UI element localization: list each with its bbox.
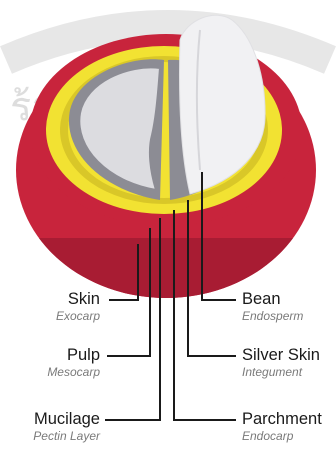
label-mucilage-sub: Pectin Layer [33, 429, 100, 443]
label-parchment: Parchment [242, 410, 322, 429]
label-silverskin-sub: Integument [242, 365, 320, 379]
label-bean-sub: Endosperm [242, 309, 303, 323]
label-parchment-sub: Endocarp [242, 429, 322, 443]
label-bean: Bean [242, 290, 303, 309]
label-skin: Skin [56, 290, 100, 309]
label-skin-sub: Exocarp [56, 309, 100, 323]
label-pulp: Pulp [47, 346, 100, 365]
label-mucilage: Mucilage [33, 410, 100, 429]
label-pulp-sub: Mesocarp [47, 365, 100, 379]
label-silverskin: Silver Skin [242, 346, 320, 365]
